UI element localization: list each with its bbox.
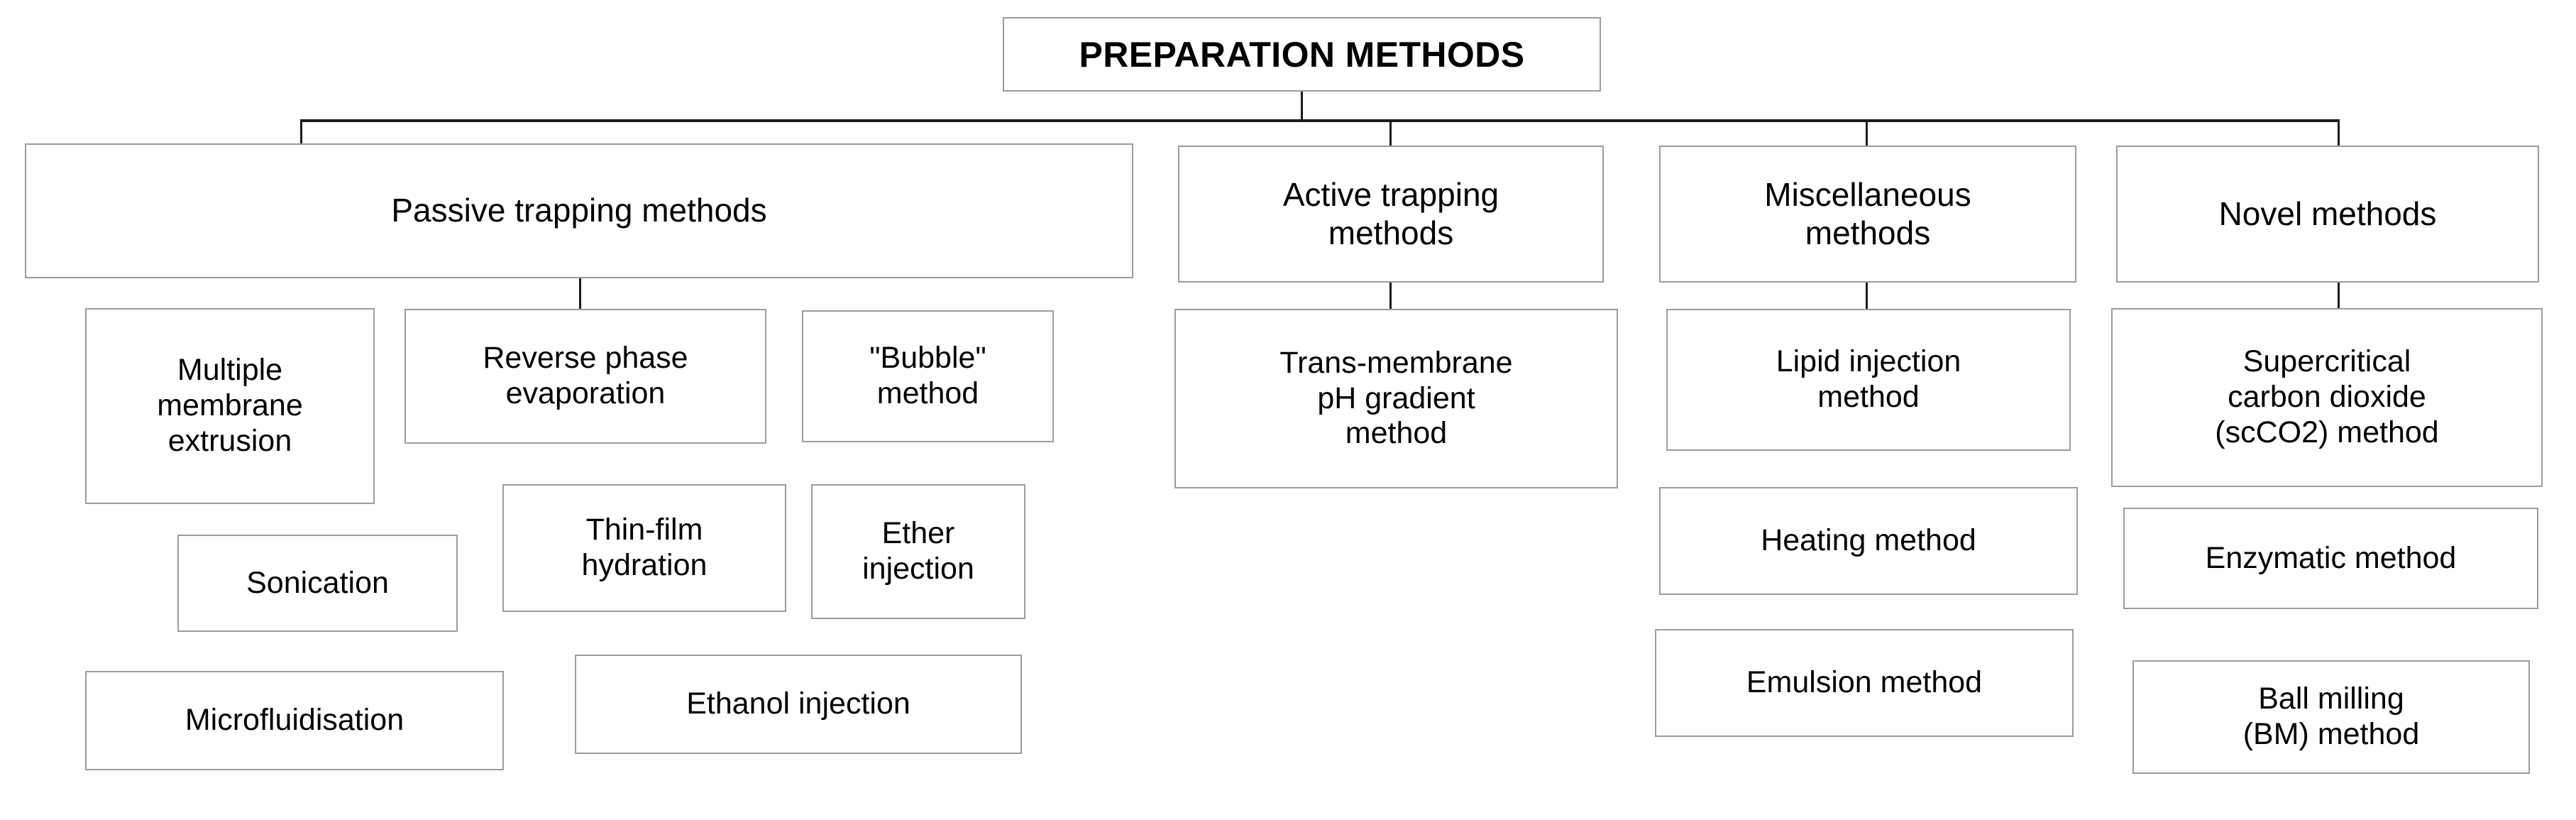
leaf-node-multiple-membrane-extrusion[interactable]: Multiple membrane extrusion [85, 308, 375, 504]
root-node-preparation-methods[interactable]: PREPARATION METHODS [1003, 17, 1601, 92]
branch-node-active-trapping-methods[interactable]: Active trapping methods [1178, 146, 1604, 283]
leaf-node-enzymatic-method[interactable]: Enzymatic method [2123, 508, 2538, 609]
connector-drop-miscellaneous [1866, 119, 1868, 146]
connector-drop-novel [2338, 119, 2340, 146]
connector-root-stem [1301, 91, 1303, 121]
connector-passive-to-child [579, 278, 581, 310]
leaf-node-trans-membrane-ph-gradient-method[interactable]: Trans-membrane pH gradient method [1174, 309, 1618, 488]
leaf-node-bubble-method[interactable]: "Bubble" method [802, 310, 1054, 442]
leaf-node-microfluidisation[interactable]: Microfluidisation [85, 671, 504, 770]
connector-novel-to-child [2338, 283, 2340, 308]
connector-miscellaneous-to-child [1866, 283, 1868, 309]
connector-active-to-child [1389, 283, 1392, 309]
leaf-node-lipid-injection-method[interactable]: Lipid injection method [1666, 309, 2071, 451]
leaf-node-sonication[interactable]: Sonication [177, 535, 458, 632]
connector-drop-active [1389, 119, 1392, 146]
leaf-node-supercritical-carbon-dioxide-method[interactable]: Supercritical carbon dioxide (scCO2) met… [2111, 308, 2543, 487]
leaf-node-ball-milling-method[interactable]: Ball milling (BM) method [2132, 660, 2530, 774]
connector-drop-passive [300, 119, 302, 145]
branch-node-miscellaneous-methods[interactable]: Miscellaneous methods [1659, 146, 2076, 283]
connector-level2-bus [300, 119, 2340, 122]
leaf-node-emulsion-method[interactable]: Emulsion method [1655, 629, 2074, 737]
branch-node-novel-methods[interactable]: Novel methods [2116, 146, 2539, 283]
leaf-node-thin-film-hydration[interactable]: Thin-film hydration [502, 484, 786, 612]
leaf-node-ether-injection[interactable]: Ether injection [811, 484, 1025, 619]
branch-node-passive-trapping-methods[interactable]: Passive trapping methods [25, 143, 1133, 278]
leaf-node-reverse-phase-evaporation[interactable]: Reverse phase evaporation [404, 309, 766, 444]
leaf-node-heating-method[interactable]: Heating method [1659, 487, 2078, 595]
leaf-node-ethanol-injection[interactable]: Ethanol injection [575, 655, 1022, 754]
